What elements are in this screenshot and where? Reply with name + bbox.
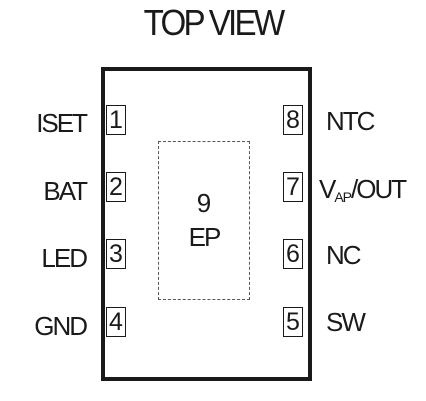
- pin-7-number: 7: [283, 172, 303, 202]
- pin-3-number: 3: [106, 239, 126, 269]
- pin-8-name: NTC: [326, 106, 375, 136]
- pin-7-name-main: V: [319, 174, 336, 204]
- pin-4-name: GND: [34, 311, 88, 341]
- pin-7-name-subscript: AP: [334, 189, 352, 205]
- exposed-pad-label: EP: [188, 222, 222, 252]
- pin-5-number: 5: [283, 307, 303, 337]
- exposed-pad-number: 9: [196, 188, 212, 218]
- diagram-title: TOP VIEW: [143, 2, 285, 43]
- pin-5-name: SW: [326, 307, 366, 337]
- pin-2-number: 2: [106, 172, 126, 202]
- pin-6-name: NC: [326, 240, 362, 270]
- pin-1-name: ISET: [36, 108, 88, 138]
- pin-2-name: BAT: [43, 176, 88, 206]
- pin-4-number: 4: [106, 307, 126, 337]
- pin-7-name: VAP/OUT: [319, 174, 407, 212]
- exposed-pad: 9 EP: [158, 141, 250, 300]
- pin-7-name-rest: /OUT: [351, 174, 407, 204]
- pin-8-number: 8: [283, 105, 303, 135]
- pin-3-name: LED: [41, 243, 88, 273]
- pin-1-number: 1: [106, 105, 126, 135]
- ic-package-outline: [101, 67, 312, 381]
- pin-6-number: 6: [283, 239, 303, 269]
